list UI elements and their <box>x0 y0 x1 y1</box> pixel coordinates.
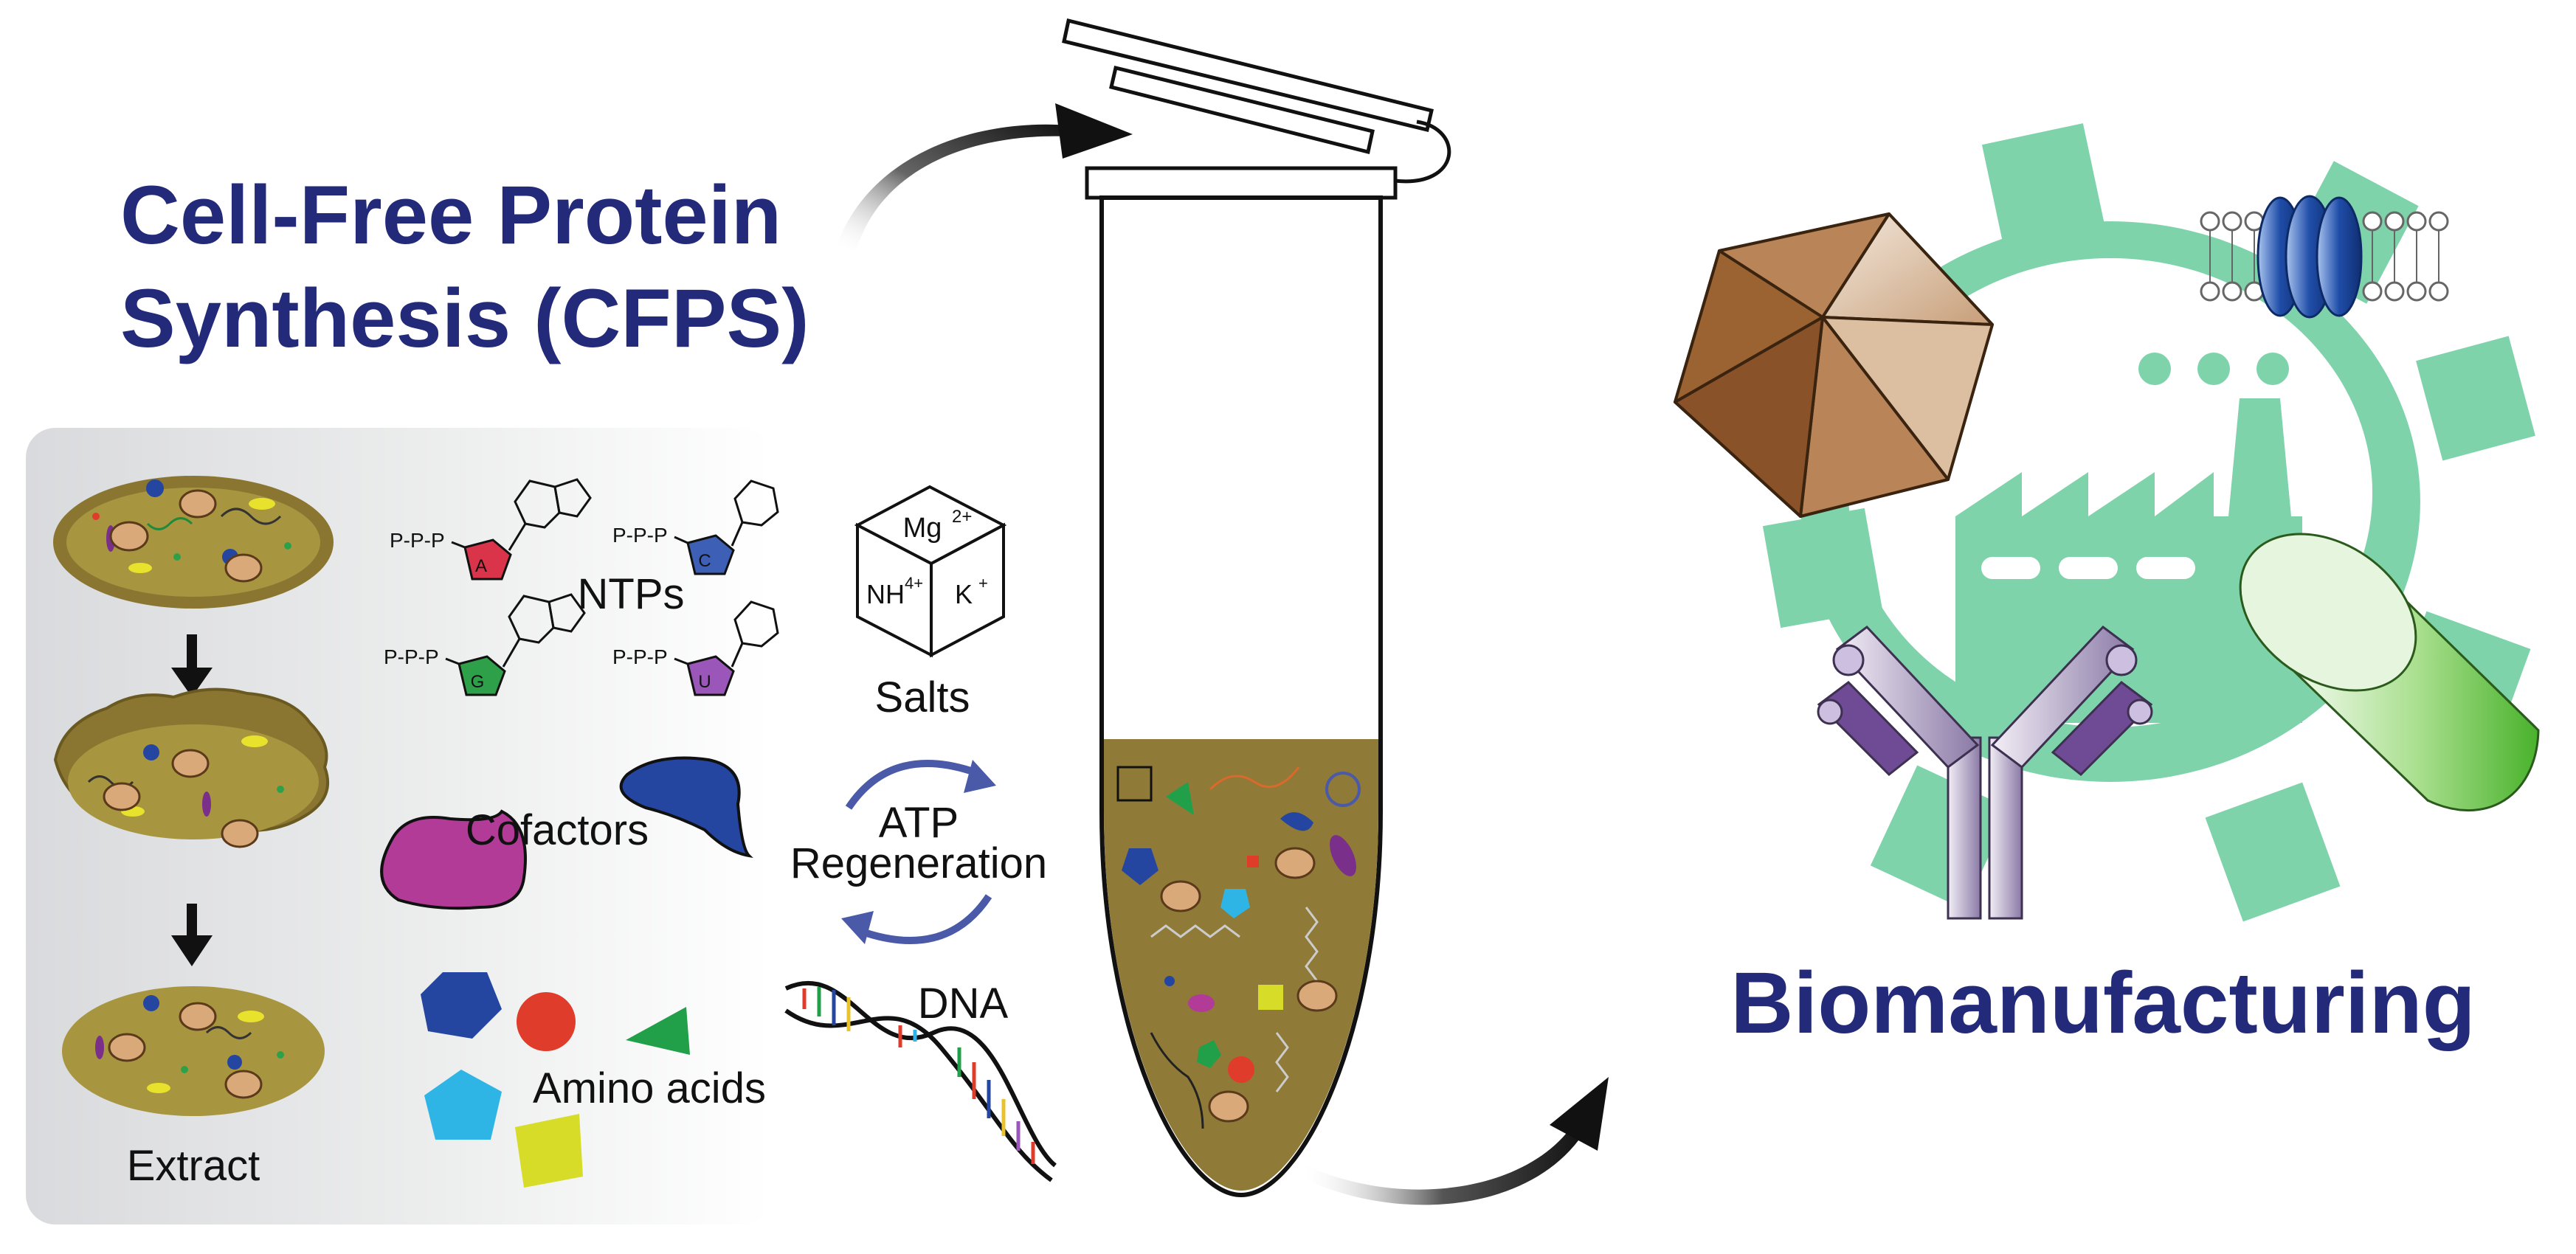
figure-title-line2: Synthesis (CFPS) <box>120 272 809 364</box>
salt-mg: Mg <box>903 513 942 544</box>
cofactors-label: Cofactors <box>466 806 649 854</box>
amino-acids-label: Amino acids <box>533 1064 766 1112</box>
capsid-icon <box>1674 212 1994 518</box>
down-arrow-icon <box>171 904 213 966</box>
figure-title-line1: Cell-Free Protein <box>120 169 781 261</box>
nucleotide-g-phosphates: P-P-P <box>384 645 439 668</box>
nucleotide-g-base: G <box>471 672 485 692</box>
ntps-label: NTPs <box>578 570 685 618</box>
salt-nh: NH <box>866 579 905 609</box>
amino-acid-shape-icon <box>515 1114 583 1188</box>
nucleotide-a-base: A <box>475 556 487 576</box>
salt-cube-icon: Mg 2+ NH 4+ K + <box>854 485 1007 658</box>
amino-acid-shape-icon <box>424 1070 502 1140</box>
nucleotide-icon: P-P-P A <box>390 478 592 581</box>
cofactor-blob-icon <box>619 756 753 858</box>
membrane-protein-icon <box>2200 195 2449 319</box>
nucleotide-icon: P-P-P G <box>384 593 586 696</box>
salts-label: Salts <box>875 673 970 721</box>
lysed-cell-icon <box>53 687 330 848</box>
amino-acid-shape-icon <box>421 972 502 1039</box>
antibody-icon <box>1817 625 2153 920</box>
cylinder-icon <box>2239 533 2540 812</box>
salt-k: K <box>955 579 973 609</box>
extract-icon <box>62 986 325 1116</box>
atp-label-line1: ATP <box>879 799 959 847</box>
nucleotide-icon: P-P-P C <box>612 479 779 575</box>
salt-k-charge: + <box>978 574 988 592</box>
nucleotide-icon: P-P-P U <box>612 600 779 696</box>
atp-label-line2: Regeneration <box>790 839 1047 887</box>
nucleotide-c-base: C <box>698 551 711 571</box>
dna-helix-icon <box>784 980 1057 1182</box>
reaction-tube-icon <box>1062 18 1451 1198</box>
curved-arrow-icon <box>838 103 1133 251</box>
biomanufacturing-label: Biomanufacturing <box>1730 955 2476 1052</box>
extract-label: Extract <box>127 1142 260 1190</box>
dna-label: DNA <box>918 980 1009 1028</box>
nucleotide-a-phosphates: P-P-P <box>390 529 445 552</box>
cofactor-blob-icon <box>380 809 527 910</box>
amino-acid-shape-icon <box>626 1007 690 1055</box>
factory-icon <box>1955 353 2302 723</box>
amino-acid-shape-icon <box>517 992 576 1051</box>
nucleotide-u-base: U <box>698 672 711 692</box>
down-arrow-icon <box>171 634 213 697</box>
nucleotide-c-phosphates: P-P-P <box>612 524 668 547</box>
cycle-arrows-icon <box>841 760 996 944</box>
salt-mg-charge: 2+ <box>952 507 972 527</box>
nucleotide-u-phosphates: P-P-P <box>612 645 668 668</box>
salt-nh-charge: 4+ <box>905 574 923 592</box>
cell-icon <box>53 476 334 609</box>
curved-arrow-icon <box>1299 1077 1609 1205</box>
